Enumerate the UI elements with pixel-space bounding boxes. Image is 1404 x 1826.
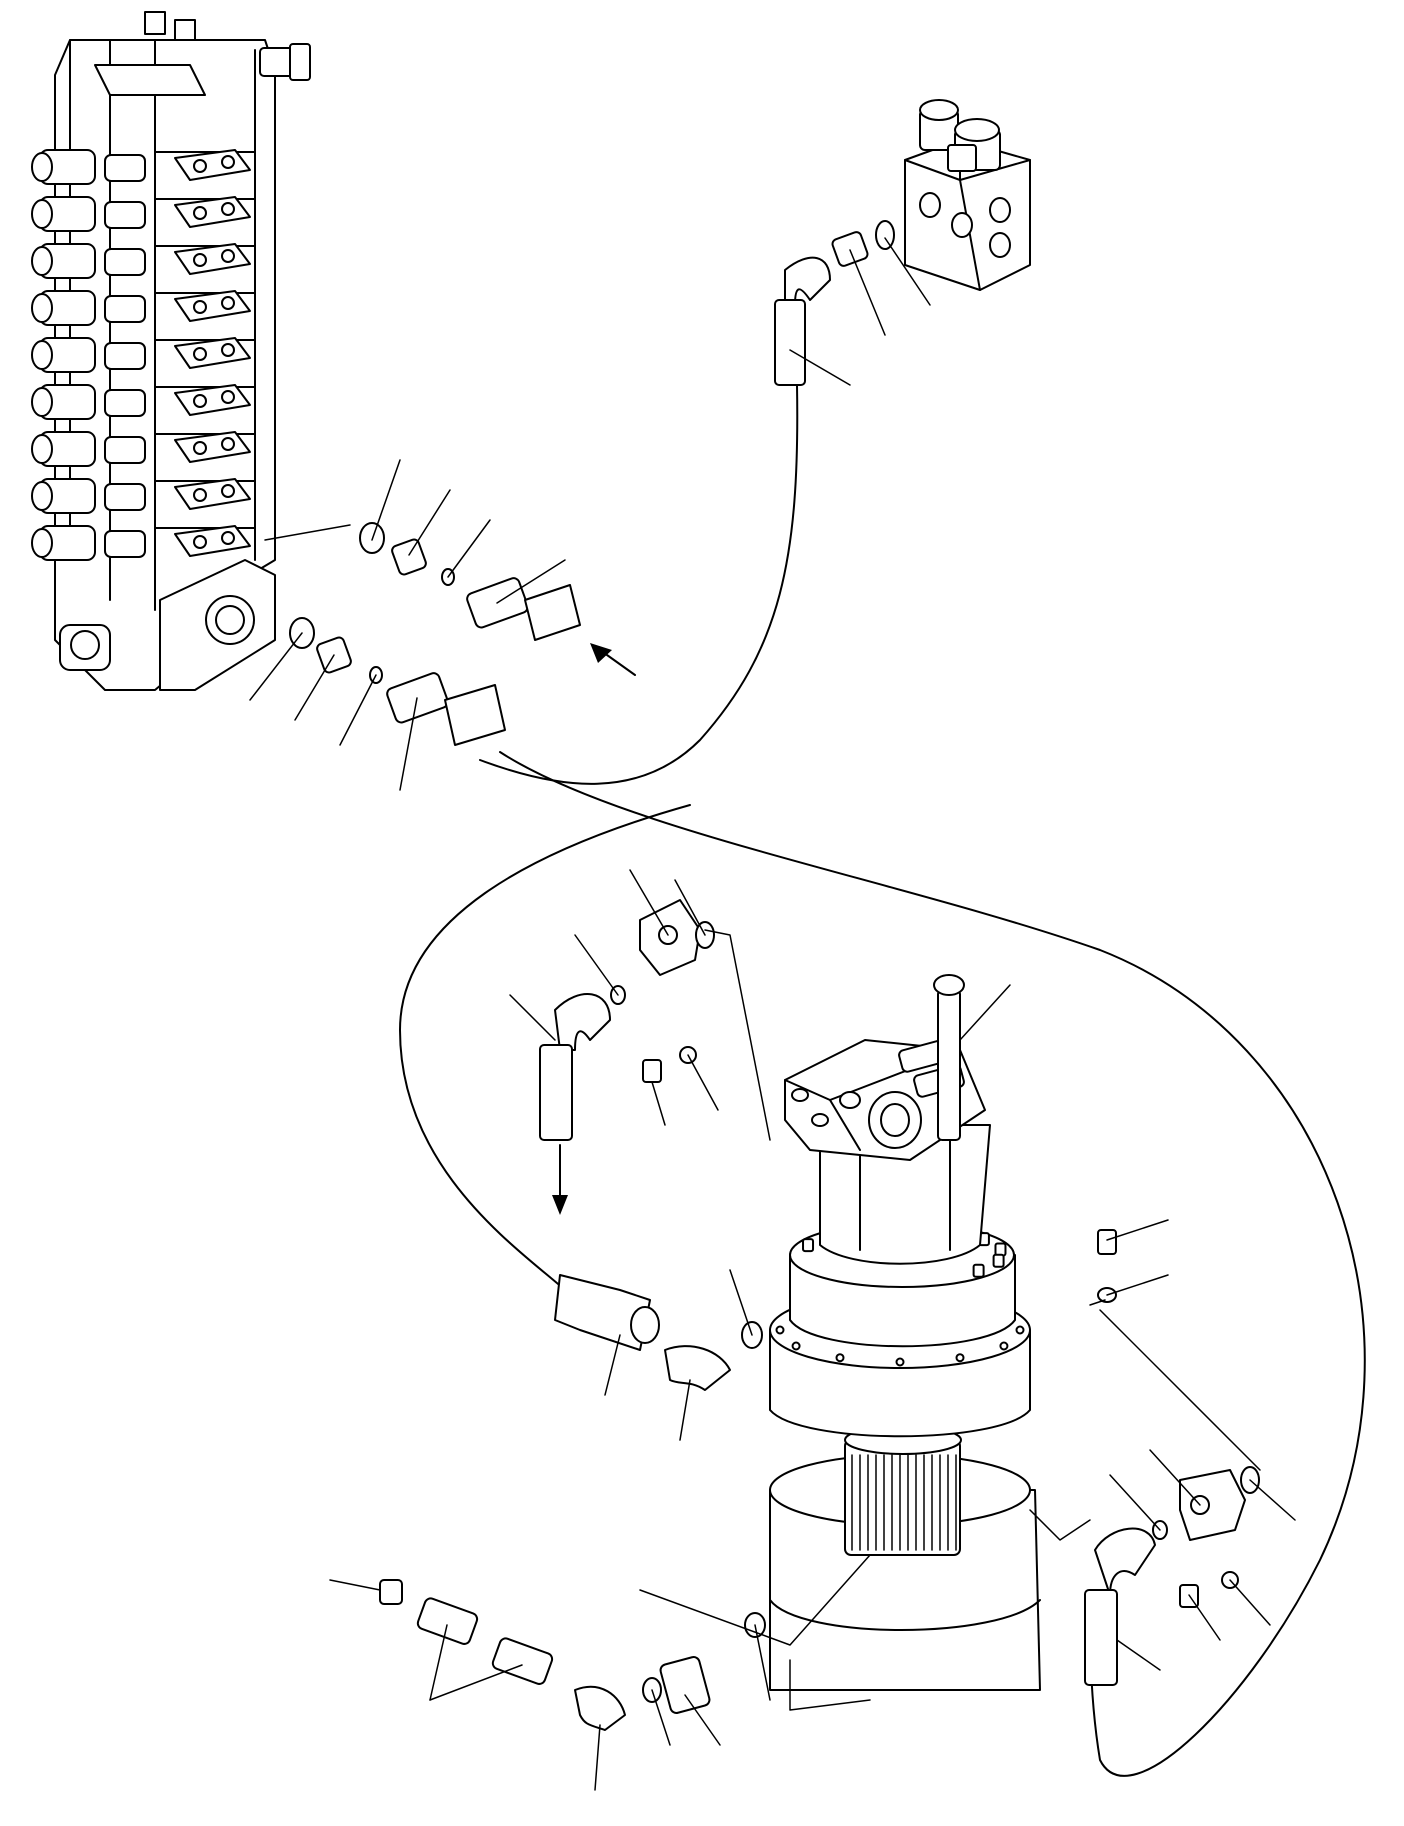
spool-end bbox=[31, 199, 53, 229]
section-port bbox=[193, 394, 207, 408]
section-port bbox=[221, 202, 235, 216]
section-port bbox=[221, 531, 235, 545]
spool-end bbox=[31, 528, 53, 558]
hoses bbox=[399, 384, 1366, 1777]
spool-end bbox=[31, 293, 53, 323]
section-port bbox=[193, 300, 207, 314]
o-ring bbox=[875, 220, 895, 250]
spool-fitting bbox=[104, 201, 146, 229]
section-port bbox=[193, 441, 207, 455]
section-port bbox=[221, 343, 235, 357]
section-port bbox=[221, 390, 235, 404]
section-port bbox=[193, 535, 207, 549]
housing-bolt bbox=[802, 1238, 815, 1253]
spool-end bbox=[31, 246, 53, 276]
fittings bbox=[289, 220, 1260, 1731]
control-valve bbox=[31, 11, 311, 691]
flange-hole bbox=[895, 1357, 905, 1367]
spool-end bbox=[31, 152, 53, 182]
section-port bbox=[221, 155, 235, 169]
section-port bbox=[221, 249, 235, 263]
solenoid-valve-block bbox=[904, 99, 1031, 291]
spool-fitting bbox=[104, 389, 146, 417]
section-port bbox=[193, 488, 207, 502]
spool-fitting bbox=[104, 154, 146, 182]
section-port bbox=[193, 347, 207, 361]
spool-fitting bbox=[104, 295, 146, 323]
spool-fitting bbox=[104, 530, 146, 558]
flange-hole bbox=[791, 1341, 801, 1351]
flange-hole bbox=[775, 1325, 785, 1335]
spool-end bbox=[31, 340, 53, 370]
housing-bolt bbox=[992, 1253, 1005, 1268]
spool-end bbox=[31, 387, 53, 417]
leader-lines bbox=[249, 237, 1296, 1791]
section-port bbox=[193, 159, 207, 173]
section-port bbox=[193, 206, 207, 220]
housing-bolt bbox=[972, 1263, 985, 1278]
spool-fitting bbox=[104, 248, 146, 276]
swing-machinery bbox=[769, 974, 1041, 1691]
spool-fitting bbox=[104, 342, 146, 370]
housing-bolt bbox=[994, 1242, 1007, 1257]
section-port bbox=[193, 253, 207, 267]
flange-hole bbox=[955, 1353, 965, 1363]
section-port bbox=[221, 437, 235, 451]
spool-fitting bbox=[104, 436, 146, 464]
flange-hole bbox=[835, 1353, 845, 1363]
flange-hole bbox=[1015, 1325, 1025, 1335]
flange-hole bbox=[999, 1341, 1009, 1351]
spool-fitting bbox=[104, 483, 146, 511]
spool-end bbox=[31, 481, 53, 511]
section-port bbox=[221, 484, 235, 498]
section-port bbox=[221, 296, 235, 310]
spool-end bbox=[31, 434, 53, 464]
